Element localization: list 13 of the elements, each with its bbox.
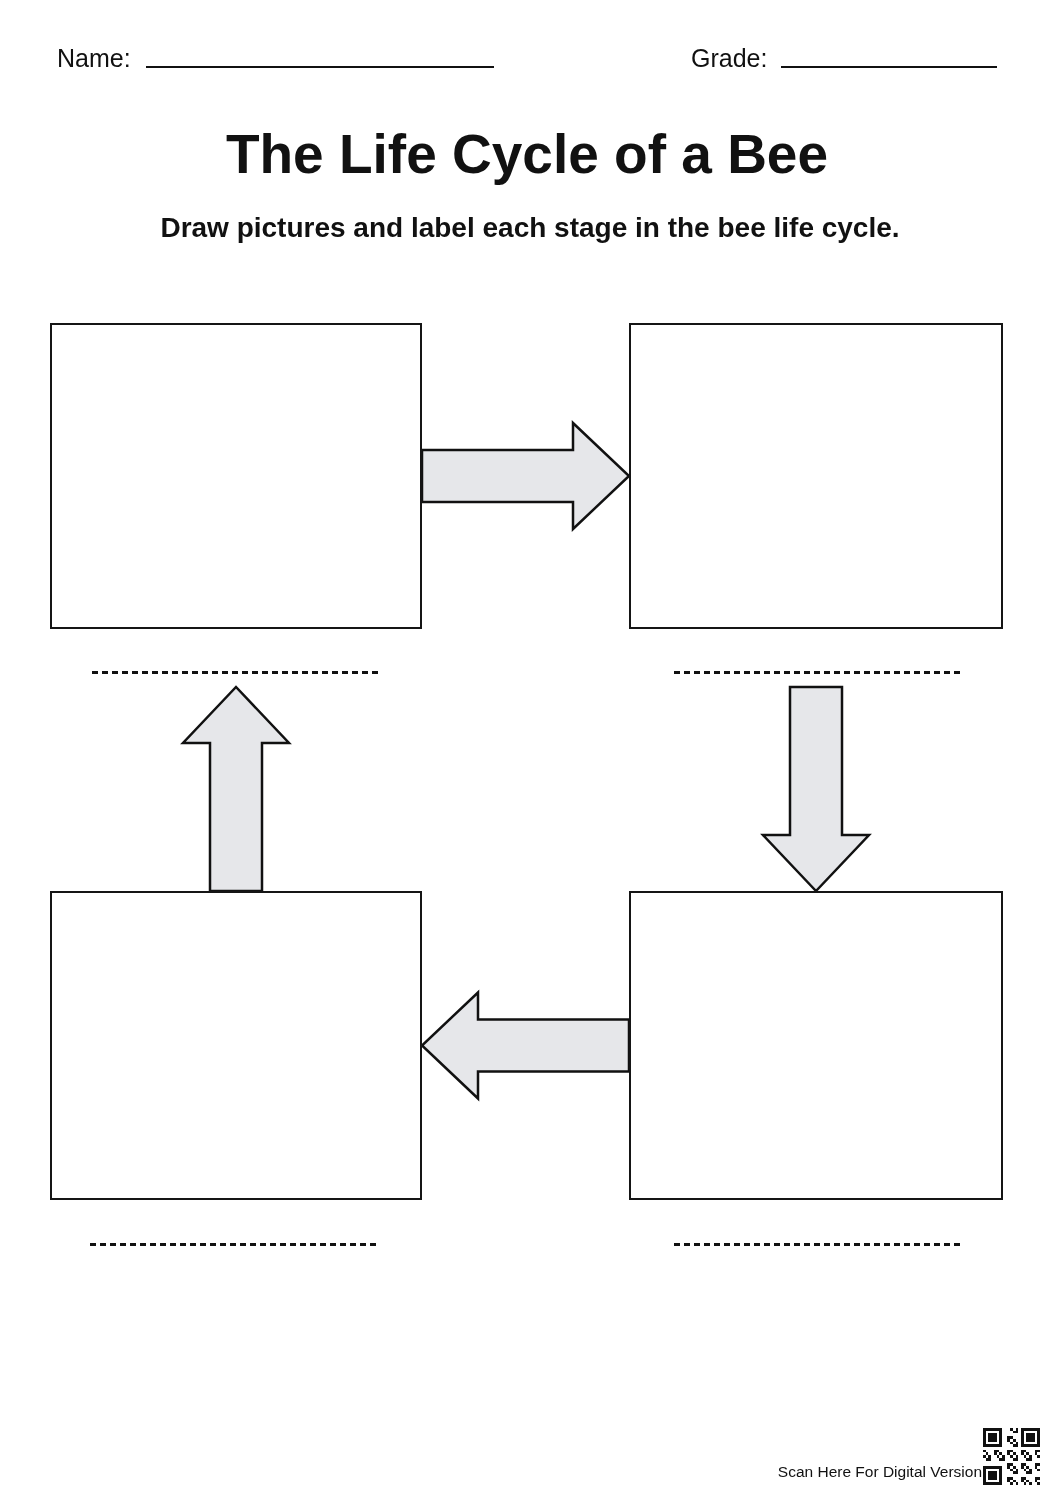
instruction-text: Draw pictures and label each stage in the bee life cycle.: [159, 211, 901, 245]
grade-label: Grade:: [691, 43, 768, 73]
title: The Life Cycle of a Bee: [224, 122, 830, 187]
name-label: Name:: [57, 43, 131, 73]
drawing-area: [629, 323, 1003, 629]
block-arrow: [180, 685, 292, 893]
drawing-area: [50, 891, 422, 1200]
drawing-area: [629, 891, 1003, 1200]
drawing-area: [50, 323, 422, 629]
block-arrow: [420, 989, 631, 1102]
block-arrow: [420, 420, 631, 532]
scan-prompt-text: Scan Here For Digital Version: [777, 1463, 982, 1482]
block-arrow: [760, 685, 872, 893]
